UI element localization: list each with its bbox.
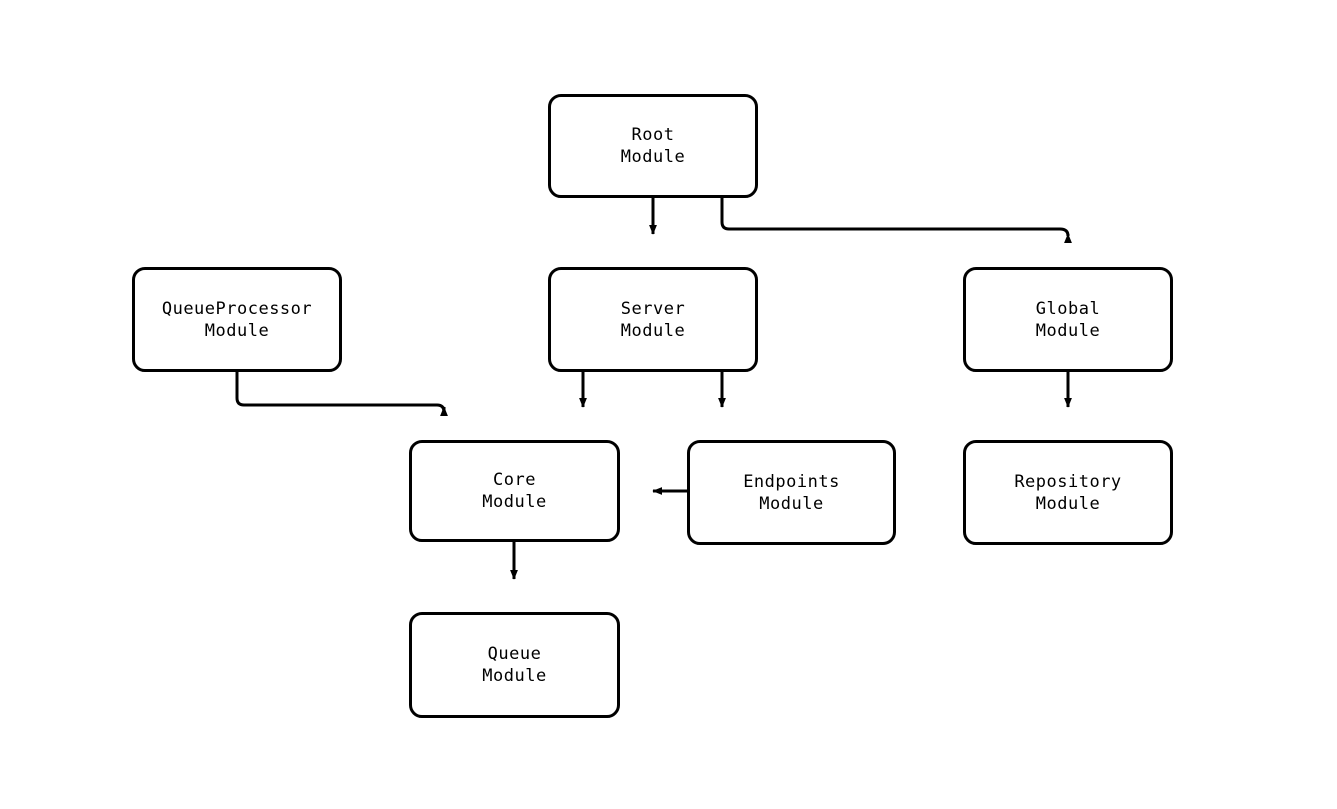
node-queueprocessor-module[interactable]: QueueProcessor Module bbox=[132, 267, 342, 372]
node-endpoints-module[interactable]: Endpoints Module bbox=[687, 440, 896, 545]
node-global-module-label: Global Module bbox=[1035, 298, 1101, 341]
node-global-module[interactable]: Global Module bbox=[963, 267, 1173, 372]
edge-queueprocessor-to-core bbox=[235, 372, 448, 417]
node-repository-module[interactable]: Repository Module bbox=[963, 440, 1173, 545]
node-root-module-label: Root Module bbox=[620, 125, 686, 167]
node-server-module[interactable]: Server Module bbox=[548, 267, 758, 372]
node-queueprocessor-module-label: QueueProcessor Module bbox=[161, 298, 313, 341]
node-core-module-label: Core Module bbox=[482, 470, 547, 512]
node-server-module-label: Server Module bbox=[620, 298, 686, 341]
edge-root-to-global bbox=[720, 198, 1072, 244]
node-queue-module-label: Queue Module bbox=[482, 644, 547, 686]
node-root-module[interactable]: Root Module bbox=[548, 94, 758, 198]
node-queue-module[interactable]: Queue Module bbox=[409, 612, 620, 718]
node-repository-module-label: Repository Module bbox=[1014, 471, 1122, 514]
node-core-module[interactable]: Core Module bbox=[409, 440, 620, 542]
node-endpoints-module-label: Endpoints Module bbox=[743, 471, 840, 514]
